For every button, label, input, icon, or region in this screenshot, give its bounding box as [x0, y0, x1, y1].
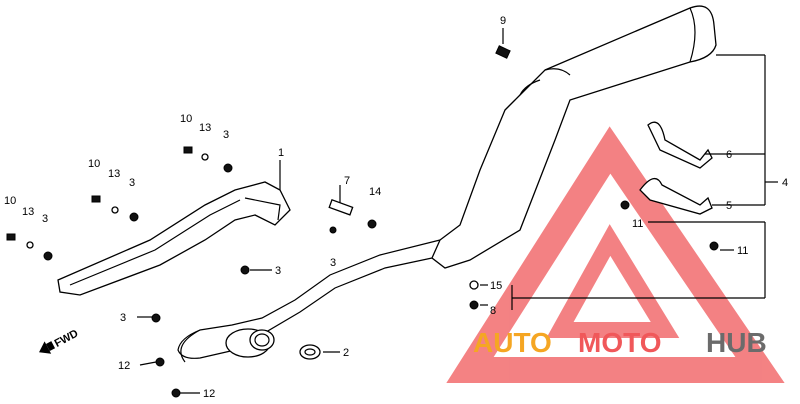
label-3-bottom: 3 — [120, 312, 126, 324]
band-clamp-5 — [639, 178, 713, 215]
label-14: 14 — [369, 186, 381, 198]
gasket-inner — [304, 348, 316, 356]
label-2: 2 — [343, 347, 349, 359]
label-10-top: 10 — [180, 113, 192, 125]
label-12-b: 12 — [203, 388, 215, 400]
part-labels: 9 1 7 14 3 3 10 13 3 10 13 3 10 13 3 3 1… — [4, 15, 788, 400]
label-8: 8 — [490, 305, 496, 317]
label-9: 9 — [500, 15, 506, 27]
label-15: 15 — [490, 280, 502, 292]
heat-shield-long — [57, 181, 291, 296]
label-12-a: 12 — [118, 360, 130, 372]
label-6: 6 — [726, 149, 732, 161]
watermark-moto: MOTO — [578, 327, 661, 358]
label-3-mid: 3 — [275, 265, 281, 277]
watermark-logo — [446, 126, 785, 383]
fwd-label: FWD — [53, 328, 81, 350]
exhaust-flange — [225, 328, 275, 358]
band-clamp-6 — [647, 121, 713, 169]
leader-lines — [137, 28, 778, 394]
label-7: 7 — [344, 175, 350, 187]
gasket-part — [299, 344, 321, 360]
label-13-left: 13 — [22, 206, 34, 218]
watermark-auto: AUTO — [473, 327, 552, 358]
fwd-indicator: FWD — [39, 328, 81, 354]
hardware — [6, 45, 719, 398]
muffler — [177, 5, 717, 363]
label-10-mid: 10 — [88, 158, 100, 170]
label-3-midleft: 3 — [129, 177, 135, 189]
label-13-top: 13 — [199, 122, 211, 134]
watermark-hub: HUB — [706, 327, 767, 358]
label-10-left: 10 — [4, 195, 16, 207]
label-3-stud: 3 — [330, 257, 336, 269]
label-13-mid: 13 — [108, 168, 120, 180]
label-3-left: 3 — [42, 213, 48, 225]
watermark-text: AUTO MOTO HUB — [473, 327, 767, 358]
label-3-top: 3 — [223, 129, 229, 141]
label-1: 1 — [278, 147, 284, 159]
label-5: 5 — [726, 200, 732, 212]
label-11-a: 11 — [632, 218, 643, 230]
label-11-b: 11 — [737, 245, 748, 257]
label-4: 4 — [782, 177, 788, 189]
